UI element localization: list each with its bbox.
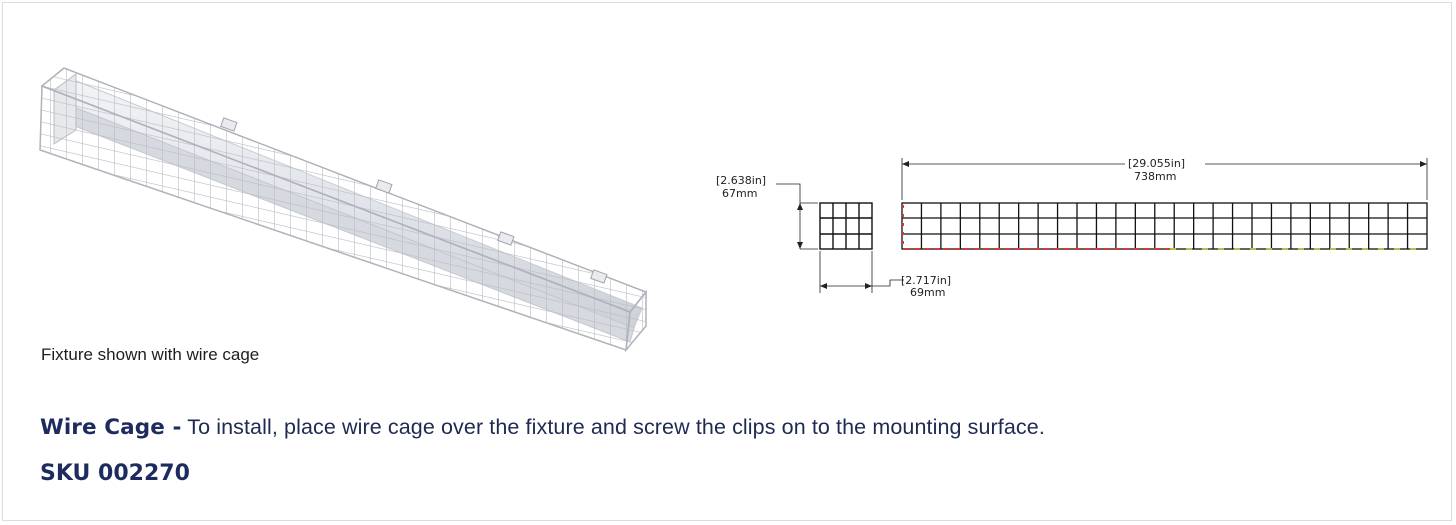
description: Wire Cage - To install, place wire cage … xyxy=(40,415,1045,440)
width-mm: 69mm xyxy=(910,286,945,299)
front-view xyxy=(901,202,1428,250)
description-text: To install, place wire cage over the fix… xyxy=(187,415,1045,439)
side-view xyxy=(819,202,873,250)
height-in: [2.638in] xyxy=(716,174,766,187)
length-mm: 738mm xyxy=(1134,170,1176,183)
photo-caption: Fixture shown with wire cage xyxy=(41,345,260,364)
height-mm: 67mm xyxy=(722,187,757,200)
length-in: [29.055in] xyxy=(1128,157,1185,170)
width-in: [2.717in] xyxy=(901,274,951,287)
description-label: Wire Cage - xyxy=(40,415,182,440)
dimension-drawings: [2.638in] 67mm [2.717in] 69mm [29.055in]… xyxy=(716,157,1428,299)
sku-number: SKU 002270 xyxy=(40,461,190,486)
fixture-photo xyxy=(39,67,648,353)
